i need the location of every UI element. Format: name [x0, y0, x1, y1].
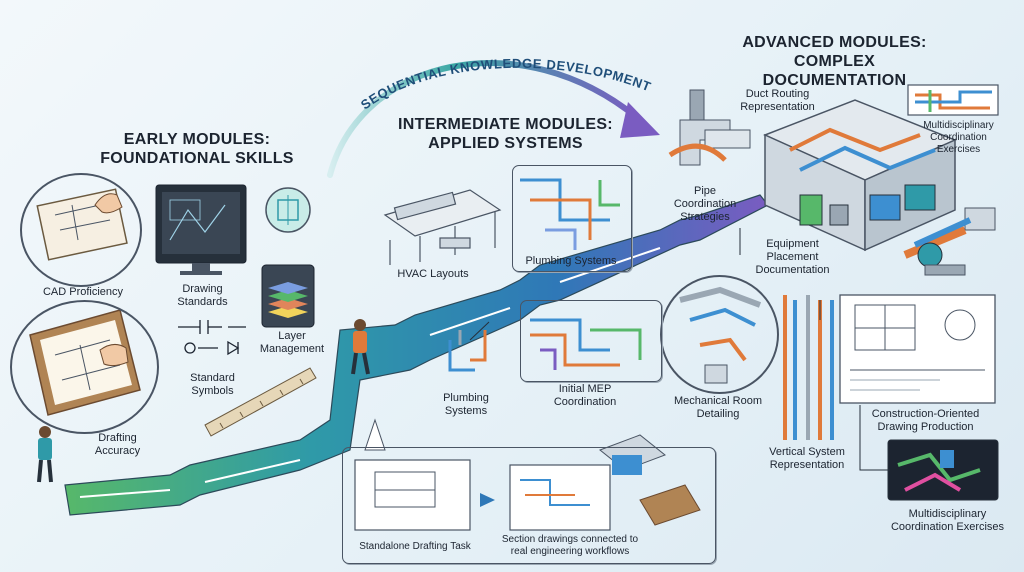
pipe-coordination-line3: Strategies: [680, 211, 730, 223]
construction-drawing-label: Construction-Oriented Drawing Production: [858, 408, 993, 434]
early-heading-line1: EARLY MODULES:: [123, 131, 271, 148]
vertical-system-label: Vertical System Representation: [752, 446, 862, 472]
person-early: [37, 426, 53, 483]
intermediate-heading: INTERMEDIATE MODULES: APPLIED SYSTEMS: [398, 115, 613, 153]
pipe-coordination-line1: Pipe: [693, 185, 717, 197]
workflow-panel-art: [354, 418, 701, 531]
mini-plumbing-art: [448, 330, 487, 372]
plumbing-systems-secondary-label: Plumbing Systems: [430, 392, 502, 418]
section-drawings-label: Section drawings connected to real engin…: [490, 534, 650, 558]
early-heading: EARLY MODULES: FOUNDATIONAL SKILLS: [92, 130, 302, 168]
drafting-accuracy-line1: Drafting: [98, 432, 137, 444]
person-intermediate: [351, 319, 370, 375]
hvac-sketch: [383, 189, 502, 265]
duct-routing-line1: Duct Routing: [745, 88, 810, 100]
cad-proficiency-circle: [20, 173, 142, 287]
standard-symbols-line2: Symbols: [191, 385, 234, 397]
banner-arrowhead: [620, 102, 660, 138]
multi-top-art: [907, 84, 999, 116]
plumbing-systems-card: [512, 165, 632, 272]
equipment-placement-line2: Placement: [766, 251, 819, 263]
main-progress-arrow: [64, 194, 769, 516]
multi-bottom-line1: Multidisciplinary: [908, 508, 987, 520]
initial-mep-line1: Initial MEP: [558, 383, 612, 395]
advanced-heading-line2: COMPLEX DOCUMENTATION: [762, 53, 907, 89]
early-heading-line2: FOUNDATIONAL SKILLS: [100, 150, 294, 167]
monitor-illustration: [155, 184, 247, 275]
drawing-standards-label: Drawing Standards: [160, 283, 245, 309]
multi-bottom-line2: Coordination Exercises: [890, 521, 1005, 533]
standard-symbols-label: Standard Symbols: [170, 372, 255, 398]
construction-line1: Construction-Oriented: [871, 408, 980, 420]
equipment-placement-label: Equipment Placement Documentation: [740, 238, 845, 277]
vertical-system-art: [783, 295, 834, 440]
layer-management-line1: Layer: [278, 330, 306, 342]
mechanical-room-line1: Mechanical Room: [673, 395, 763, 407]
initial-mep-label: Initial MEP Coordination: [530, 383, 640, 409]
multi-top-line2: Coordination: [930, 132, 987, 143]
workflow-panel: [342, 447, 716, 564]
mechanical-detailing-circle: [660, 275, 779, 394]
multi-top-line3: Exercises: [936, 144, 981, 155]
plumbing-secondary-line1: Plumbing: [443, 392, 489, 404]
plumbing-pipes-art: [520, 178, 620, 250]
drafting-accuracy-circle: [10, 300, 159, 434]
drawing-standards-line2: Standards: [177, 296, 228, 308]
drafting-accuracy-line2: Accuracy: [94, 445, 141, 457]
callout-lines: [469, 228, 890, 471]
mechanical-room-iso: [763, 99, 957, 252]
banner-arc: [327, 60, 643, 178]
pipe-coordination-line2: Coordination: [673, 198, 737, 210]
advanced-heading-line1: ADVANCED MODULES:: [742, 34, 927, 51]
mep-coordination-card: [520, 300, 662, 382]
pipe-coordination-label: Pipe Coordination Strategies: [665, 185, 745, 224]
mechanical-room-label: Mechanical Room Detailing: [658, 395, 778, 421]
multidisciplinary-bottom-label: Multidisciplinary Coordination Exercises: [880, 508, 1015, 534]
section-drawings-line1: Section drawings connected to: [501, 534, 639, 545]
cad-proficiency-label: CAD Proficiency: [42, 286, 124, 298]
drawing-standards-line1: Drawing: [182, 283, 223, 295]
multidisciplinary-top-label: Multidisciplinary Coordination Exercises: [906, 120, 1011, 156]
multi-bottom-monitor-art: [887, 439, 999, 501]
vertical-system-line1: Vertical System: [769, 446, 845, 458]
ruler-illustration: [204, 367, 317, 437]
vertical-system-line2: Representation: [769, 459, 845, 471]
mechanical-room-line2: Detailing: [696, 408, 740, 420]
plumbing-secondary-line2: Systems: [444, 405, 488, 417]
intermediate-heading-line1: INTERMEDIATE MODULES:: [398, 116, 613, 133]
hvac-layouts-label: HVAC Layouts: [397, 268, 469, 280]
equipment-pump-art: [903, 207, 996, 276]
construction-sheets-art: [839, 294, 996, 404]
layer-stack-illustration: [261, 264, 315, 328]
drafting-accuracy-label: Drafting Accuracy: [75, 432, 160, 458]
mep-art: [530, 318, 642, 370]
duct-routing-line2: Representation: [740, 101, 815, 113]
equipment-placement-line1: Equipment: [766, 238, 819, 250]
intermediate-heading-line2: APPLIED SYSTEMS: [428, 135, 583, 152]
standard-symbols-illustration: [178, 320, 246, 356]
standard-symbols-line1: Standard: [190, 372, 235, 384]
layer-management-label: Layer Management: [252, 330, 332, 356]
initial-mep-line2: Coordination: [553, 396, 617, 408]
section-drawings-line2: real engineering workflows: [510, 546, 630, 557]
plumbing-systems-label: Plumbing Systems: [525, 255, 617, 267]
advanced-heading: ADVANCED MODULES: COMPLEX DOCUMENTATION: [722, 33, 947, 90]
duct-routing-art: [668, 89, 751, 166]
construction-line2: Drawing Production: [877, 421, 974, 433]
standalone-task-label: Standalone Drafting Task: [359, 541, 471, 552]
duct-routing-label: Duct Routing Representation: [730, 88, 825, 114]
multi-top-line1: Multidisciplinary: [923, 120, 994, 131]
equipment-placement-line3: Documentation: [755, 264, 830, 276]
layer-management-line2: Management: [259, 343, 325, 355]
